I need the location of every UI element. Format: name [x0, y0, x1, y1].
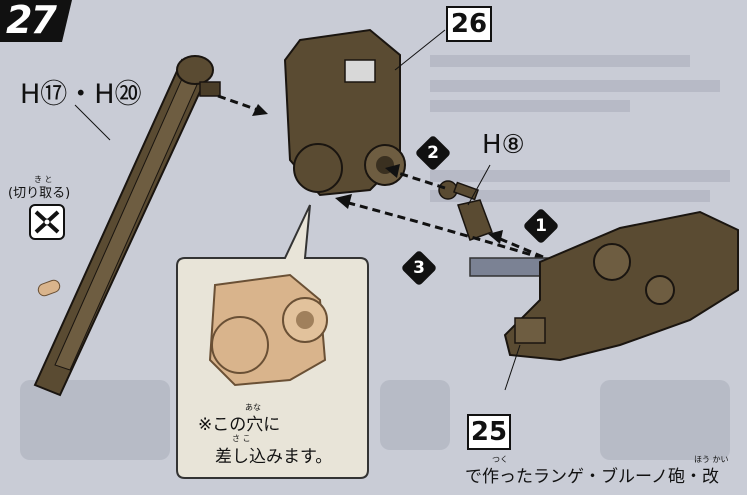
arrow-step-3	[335, 194, 556, 264]
long-arm-part	[33, 55, 221, 397]
callout-bubble	[176, 204, 369, 479]
part-label-h8: H⑧	[482, 130, 525, 160]
h8-part	[438, 180, 493, 241]
part-number-26: 26	[446, 6, 492, 42]
arrow-step-2	[385, 164, 446, 190]
central-hand-part	[283, 28, 406, 197]
callout-ruby-1: あな	[245, 403, 261, 412]
step-number-block	[0, 0, 72, 42]
caption-ruby-left: つく	[492, 455, 508, 464]
part-label-h17-h20: H⑰・H⑳	[20, 79, 142, 110]
leader-line-26	[394, 29, 446, 71]
caption-ruby-right: ほう かい	[694, 455, 729, 464]
callout-ruby-2: さ こ	[232, 434, 251, 443]
callout-text-line-2: 差し込みます。	[215, 447, 333, 467]
cutter-icon	[29, 204, 65, 297]
arrow-step-1	[488, 230, 556, 264]
background-faded-text	[20, 55, 730, 460]
leader-line-h8	[467, 164, 491, 206]
leader-line-h17	[74, 104, 111, 141]
step-badge-1: 1	[522, 207, 560, 245]
step-badge-3: 3	[400, 249, 438, 287]
gun-part	[469, 210, 739, 391]
step-badge-2: 2	[414, 134, 452, 172]
arrow-arm-to-body	[217, 94, 268, 116]
cut-off-ruby: き と	[34, 175, 53, 184]
part-number-25: 25	[467, 414, 511, 450]
bottom-caption: で作ったランゲ・ブルーノ砲・改	[465, 467, 719, 487]
callout-text-line-1: ※この穴に	[198, 415, 281, 435]
cut-off-label: (切り取る)	[8, 186, 71, 201]
step-number: 27	[6, 0, 57, 42]
